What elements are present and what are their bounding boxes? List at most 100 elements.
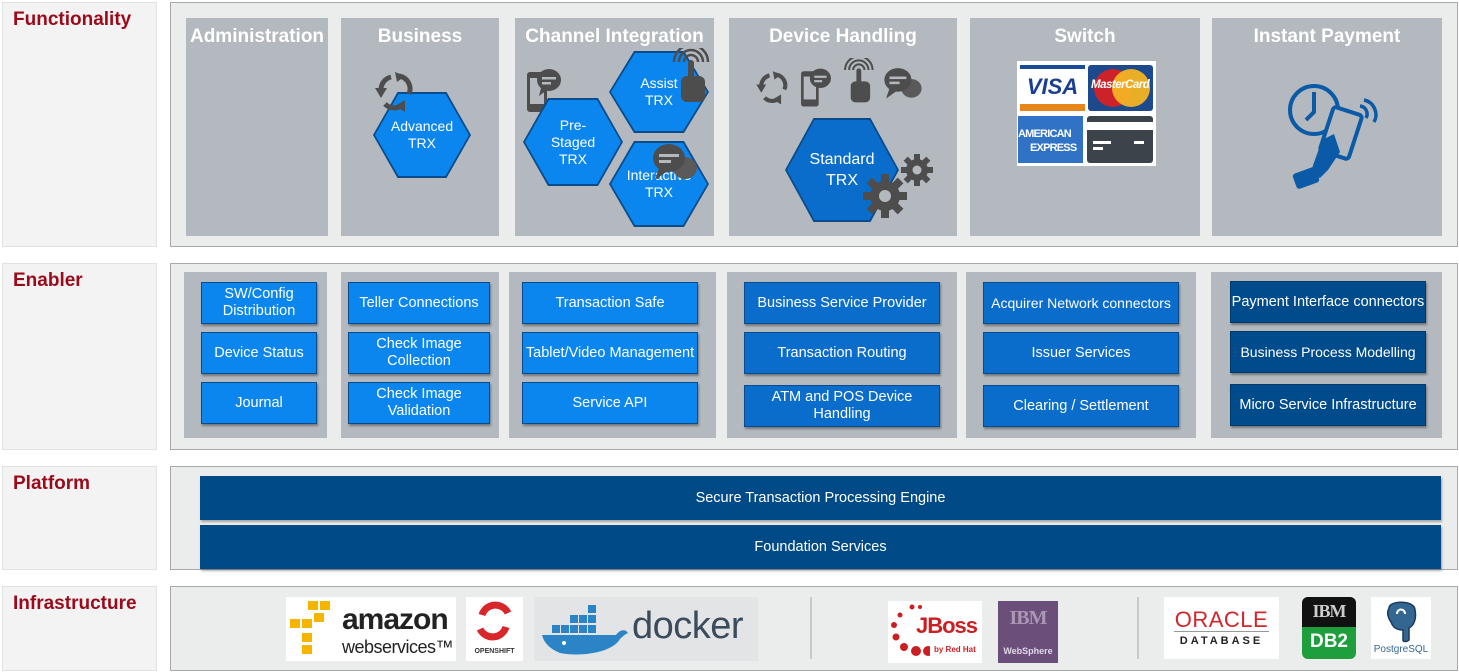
database-text: DATABASE (1179, 635, 1264, 647)
mobile-chat-icon (527, 69, 561, 112)
column-title: Device Handling (769, 26, 917, 47)
enabler-column: Payment Interface connectors Business Pr… (1211, 272, 1442, 438)
layer-label-infrastructure: Infrastructure (13, 593, 137, 614)
enabler-item-issuer-services[interactable]: Issuer Services (983, 332, 1179, 374)
hex-label-line: TRX (826, 172, 858, 189)
platform-label-box: Platform (2, 466, 157, 570)
visa-logo: VISA (1020, 65, 1085, 111)
hex-label-line: Advanced (390, 118, 454, 134)
column-title: Switch (1054, 26, 1116, 47)
enabler-item-service-api[interactable]: Service API (522, 382, 698, 424)
oracle-text: ORACLE (1174, 607, 1269, 632)
hex-label-line: Pre- (559, 116, 587, 133)
enabler-item-payment-interface-connectors[interactable]: Payment Interface connectors (1230, 281, 1426, 323)
contactless-payment-icon (1288, 84, 1378, 189)
aws-logo: amazon webservices™ (286, 597, 456, 661)
enabler-layer: SW/Config Distribution Device Status Jou… (170, 263, 1458, 450)
platform-bar-secure-transaction-engine[interactable]: Secure Transaction Processing Engine (200, 476, 1441, 520)
enabler-item-check-image-validation[interactable]: Check Image Validation (348, 382, 490, 424)
enabler-item-transaction-routing[interactable]: Transaction Routing (744, 332, 940, 374)
ibm-db2-logo: IBM DB2 (1302, 597, 1356, 659)
enabler-item-teller-connections[interactable]: Teller Connections (348, 282, 490, 324)
jboss-logo-subtext: by Red Hat (934, 645, 976, 654)
enabler-item-journal[interactable]: Journal (201, 382, 317, 424)
enabler-item-atm-pos-device-handling[interactable]: ATM and POS Device Handling (744, 385, 940, 427)
layer-label-platform: Platform (13, 473, 91, 494)
infrastructure-layer: amazon webservices™ OPENSHIFT docker (170, 586, 1458, 671)
websphere-logo: IBM WebSphere (998, 601, 1058, 663)
hex-label-line: Standard (809, 151, 875, 168)
column-title: Instant Payment (1253, 26, 1401, 47)
enabler-item-sw-config-distribution[interactable]: SW/Config Distribution (201, 282, 317, 324)
enabler-column: Transaction Safe Tablet/Video Management… (509, 272, 716, 438)
mobile-chat-icon (801, 68, 831, 107)
enabler-column: Business Service Provider Transaction Ro… (727, 272, 957, 438)
enabler-column: Teller Connections Check Image Collectio… (341, 272, 499, 438)
docker-logo: docker (534, 597, 758, 661)
enabler-item-business-service-provider[interactable]: Business Service Provider (744, 282, 940, 324)
enabler-item-device-status[interactable]: Device Status (201, 332, 317, 374)
infrastructure-label-box: Infrastructure (2, 586, 157, 671)
jboss-logo: JBoss by Red Hat (888, 601, 982, 663)
column-title: Channel Integration (525, 26, 704, 47)
docker-logo-text: docker (632, 605, 744, 647)
chat-bubbles-icon (884, 68, 922, 99)
aws-logo-subtext: webservices™ (342, 637, 454, 657)
enabler-column: Acquirer Network connectors Issuer Servi… (966, 272, 1196, 438)
refresh-cycle-icon (756, 71, 788, 105)
hex-label-line: TRX (559, 150, 587, 167)
touch-signal-icon (672, 48, 710, 102)
ibm-text: IBM (1009, 607, 1048, 629)
enabler-item-micro-service-infrastructure[interactable]: Micro Service Infrastructure (1230, 384, 1426, 426)
aws-cubes-icon (290, 601, 330, 654)
enabler-item-check-image-collection[interactable]: Check Image Collection (348, 332, 490, 374)
openshift-ring-icon (476, 601, 512, 641)
amex-logo: AMERICAN EXPRESS (1018, 116, 1083, 163)
postgresql-text: PostgreSQL (1373, 644, 1429, 655)
func-column-switch[interactable]: Switch VISA MasterCard AMERICAN EXPRESS (970, 18, 1200, 236)
aws-logo-text: amazon (342, 603, 449, 636)
enabler-item-transaction-safe[interactable]: Transaction Safe (522, 282, 698, 324)
mastercard-logo: MasterCard (1088, 65, 1153, 111)
oracle-database-logo: ORACLE DATABASE (1164, 597, 1279, 659)
func-column-business[interactable]: Business Advanced TRX (341, 18, 499, 236)
websphere-text: WebSphere (1003, 646, 1053, 656)
column-title: Administration (189, 26, 325, 47)
enabler-item-clearing-settlement[interactable]: Clearing / Settlement (983, 385, 1179, 427)
functionality-label-box: Functionality (2, 2, 157, 247)
hex-label-line: TRX (408, 135, 436, 151)
hex-label-line: TRX (645, 92, 673, 108)
platform-bar-foundation-services[interactable]: Foundation Services (200, 525, 1441, 569)
hex-label-line: TRX (645, 184, 673, 200)
gears-icon (863, 154, 933, 218)
group-separator (810, 597, 812, 659)
enabler-item-tablet-video-management[interactable]: Tablet/Video Management (522, 332, 698, 374)
layer-label-functionality: Functionality (13, 9, 132, 30)
card-logos: VISA MasterCard AMERICAN EXPRESS (1017, 61, 1156, 166)
openshift-logo: OPENSHIFT (466, 597, 523, 661)
ibm-text: IBM (1312, 601, 1347, 621)
enabler-item-business-process-modelling[interactable]: Business Process Modelling (1230, 331, 1426, 373)
postgresql-logo: PostgreSQL (1371, 597, 1431, 659)
postgresql-elephant-icon (1386, 601, 1417, 643)
openshift-logo-text: OPENSHIFT (474, 648, 515, 655)
chat-bubbles-icon (653, 144, 697, 180)
func-column-administration[interactable]: Administration (186, 18, 328, 236)
touch-signal-icon (844, 58, 874, 103)
refresh-cycle-icon (375, 72, 413, 112)
generic-card-icon (1087, 116, 1153, 163)
func-column-device-handling[interactable]: Device Handling (729, 18, 957, 236)
jboss-logo-text: JBoss (916, 613, 978, 638)
enabler-item-acquirer-network-connectors[interactable]: Acquirer Network connectors (983, 282, 1179, 324)
enabler-column: SW/Config Distribution Device Status Jou… (184, 272, 327, 438)
func-column-channel-integration[interactable]: Channel Integration Pre- Staged TRX Assi… (515, 18, 714, 236)
layer-label-enabler: Enabler (13, 270, 83, 291)
docker-whale-icon (542, 605, 628, 655)
db2-text: DB2 (1309, 631, 1348, 652)
jboss-dots-icon (891, 604, 930, 656)
hex-pre-staged-trx[interactable]: Pre- Staged TRX (523, 98, 623, 186)
func-column-instant-payment[interactable]: Instant Payment (1212, 18, 1442, 236)
column-title: Business (377, 26, 463, 47)
platform-layer: Secure Transaction Processing Engine Fou… (170, 466, 1458, 570)
group-separator (1137, 597, 1139, 659)
